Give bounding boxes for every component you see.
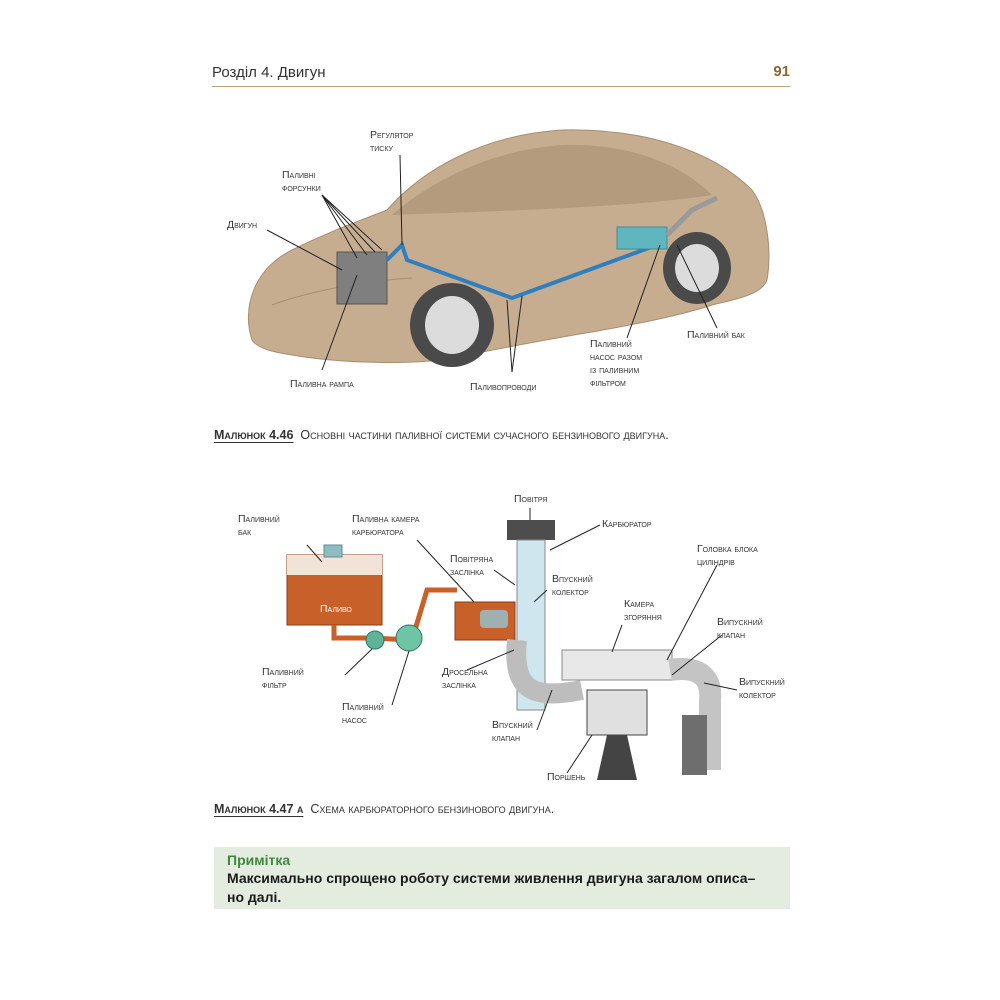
label-engine: Двигун <box>227 219 257 231</box>
page-header: Розділ 4. Двигун 91 <box>212 62 790 87</box>
label-intake-valve-1: Впускний <box>492 719 533 731</box>
label-fuel-tank-1: Паливний <box>238 513 280 525</box>
label-carburetor: Карбюратор <box>602 518 652 530</box>
car-window <box>392 144 712 215</box>
label-fuel-rail: Паливна рампа <box>290 378 354 390</box>
piston-shape <box>586 689 648 736</box>
rear-wheel-rim <box>675 244 719 292</box>
label-pump-3: із паливним <box>590 364 639 376</box>
label-chamber-2: згоряння <box>624 611 662 623</box>
caption-text: Основні частини паливної системи сучасно… <box>300 428 669 442</box>
label-air: Повітря <box>514 493 547 505</box>
label-pump-1: Паливний <box>342 701 384 713</box>
fuel-filter-shape <box>365 630 385 650</box>
label-tank: Паливний бак <box>687 329 746 341</box>
figure-4-47a: Повітря Карбюратор Паливний бак Паливна … <box>238 493 785 783</box>
label-filter-1: Паливний <box>262 666 304 678</box>
connecting-rod <box>597 735 637 780</box>
carburetor-diagram <box>286 520 722 780</box>
label-float-chamber-2: карбюратора <box>352 526 404 538</box>
label-air-damper-1: Повітряна <box>450 553 494 565</box>
figure-4-46-leaders <box>266 154 718 373</box>
label-exhaust-valve-2: клапан <box>717 629 745 641</box>
label-piston: Поршень <box>547 771 586 783</box>
figure-4-46-caption: Малюнок 4.46 Основні частини паливної си… <box>214 428 669 442</box>
engine-block <box>336 251 388 305</box>
label-filter-2: фільтр <box>262 679 287 691</box>
caption-text: Схема карбюраторного бензинового двигуна… <box>310 802 555 816</box>
front-wheel-rim <box>425 296 479 354</box>
label-throttle-2: заслінка <box>442 679 476 691</box>
fuel-pipe <box>331 587 457 643</box>
label-head-2: циліндрів <box>697 556 735 568</box>
figure-4-46: Регулятор тиску Паливні форсунки Двигун … <box>227 129 770 393</box>
figure-4-47a-caption: Малюнок 4.47 а Схема карбюраторного бенз… <box>214 802 554 816</box>
cylinder-head <box>561 649 673 681</box>
label-regulator-2: тиску <box>370 142 394 154</box>
label-pump-1: Паливний <box>590 338 632 350</box>
label-pump-4: фільтром <box>590 377 626 389</box>
caption-number: Малюнок 4.47 а <box>214 802 304 816</box>
label-intake-valve-2: клапан <box>492 732 520 744</box>
label-head-1: Головка блока <box>697 543 758 555</box>
label-fuel-tank-2: бак <box>238 526 252 538</box>
label-intake-manifold-2: колектор <box>552 586 589 598</box>
figure-4-46-labels: Регулятор тиску Паливні форсунки Двигун … <box>227 129 746 393</box>
float <box>480 610 508 628</box>
label-intake-manifold-1: Впускний <box>552 573 593 585</box>
figure-4-47a-leaders <box>306 508 738 774</box>
label-float-chamber-1: Паливна камера <box>352 513 420 525</box>
muffler <box>682 715 707 775</box>
filler-pipe <box>665 195 719 237</box>
tank-filler <box>323 544 343 558</box>
label-injectors-2: форсунки <box>282 182 321 194</box>
label-exhaust-manifold-2: колектор <box>739 689 776 701</box>
fuel-tank-shape <box>616 226 668 250</box>
label-exhaust-manifold-1: Випускний <box>739 676 785 688</box>
label-pump-2: насос <box>342 714 367 726</box>
figure-4-47a-labels: Повітря Карбюратор Паливний бак Паливна … <box>238 493 785 783</box>
intake-manifold-pipe <box>506 639 584 704</box>
label-regulator-1: Регулятор <box>370 129 414 141</box>
tank-air-gap <box>287 555 382 575</box>
page-number: 91 <box>773 63 790 80</box>
label-chamber-1: Камера <box>624 598 654 610</box>
chapter-title: Розділ 4. Двигун <box>212 64 326 81</box>
fuel-line <box>385 241 658 301</box>
fuel-pump-shape <box>395 624 423 652</box>
label-fuel-inside: Паливо <box>320 603 352 615</box>
note-title: Примітка <box>227 852 291 868</box>
label-pump-2: насос разом <box>590 351 642 363</box>
label-exhaust-valve-1: Випускний <box>717 616 763 628</box>
note-box: Примітка Максимально спрощено роботу сис… <box>214 847 790 909</box>
air-filter-cap <box>507 520 555 540</box>
label-fuel-lines: Паливопроводи <box>470 381 536 393</box>
caption-number: Малюнок 4.46 <box>214 428 294 442</box>
label-throttle-1: Дросельна <box>442 666 488 678</box>
label-air-damper-2: заслінка <box>450 566 484 578</box>
note-text: Максимально спрощено роботу системи живл… <box>227 870 756 905</box>
label-injectors-1: Паливні <box>282 169 316 181</box>
